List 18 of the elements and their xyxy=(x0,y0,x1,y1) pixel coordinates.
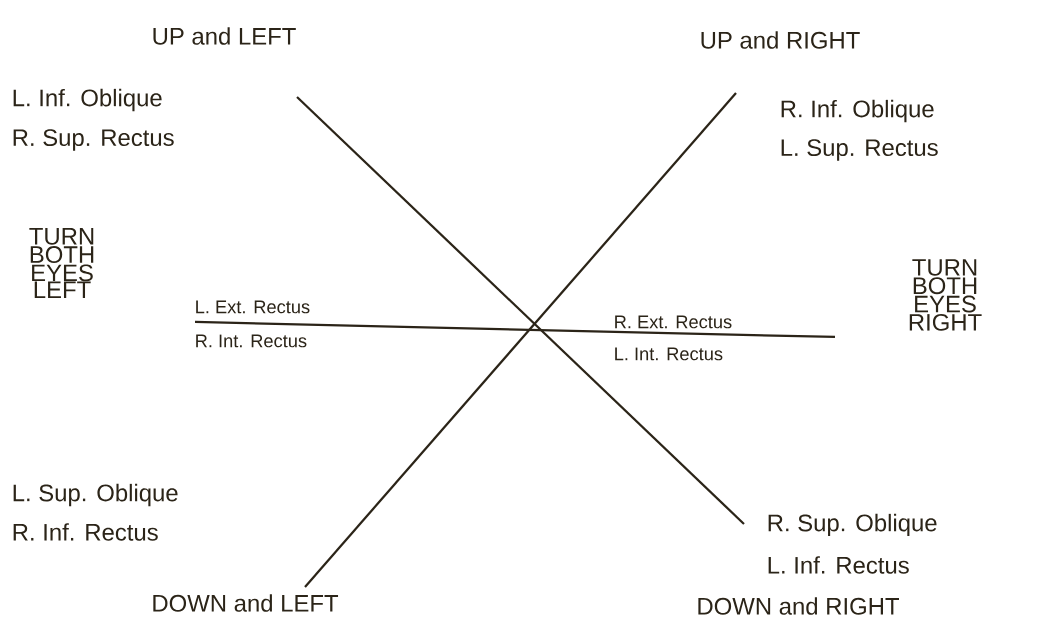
direction-label: TURN BOTH EYES LEFT xyxy=(29,228,94,298)
muscle-label: L. Sup. Oblique xyxy=(13,483,178,507)
muscle-label: R. Ext. Rectus xyxy=(615,315,732,329)
muscle-label: L. Sup. Rectus xyxy=(781,139,938,161)
muscle-label: L. Int. Rectus xyxy=(615,347,723,361)
direction-label: DOWN and RIGHT xyxy=(698,597,899,615)
muscle-label: L. Inf. Oblique xyxy=(13,88,162,112)
muscle-label: L. Inf. Rectus xyxy=(768,556,909,574)
muscle-label: R. Inf. Oblique xyxy=(781,99,934,123)
direction-label: TURN BOTH EYES RIGHT xyxy=(909,259,982,331)
muscle-label: L. Ext. Rectus xyxy=(196,300,310,314)
muscle-label: R. Int. Rectus xyxy=(196,334,307,348)
muscle-label: R. Sup. Oblique xyxy=(768,513,937,537)
direction-label: UP and RIGHT xyxy=(701,31,860,49)
direction-label: UP and LEFT xyxy=(153,27,296,45)
muscle-label: R. Sup. Rectus xyxy=(13,129,174,151)
direction-label: DOWN and LEFT xyxy=(153,594,339,612)
muscle-label: R. Inf. Rectus xyxy=(13,523,158,541)
